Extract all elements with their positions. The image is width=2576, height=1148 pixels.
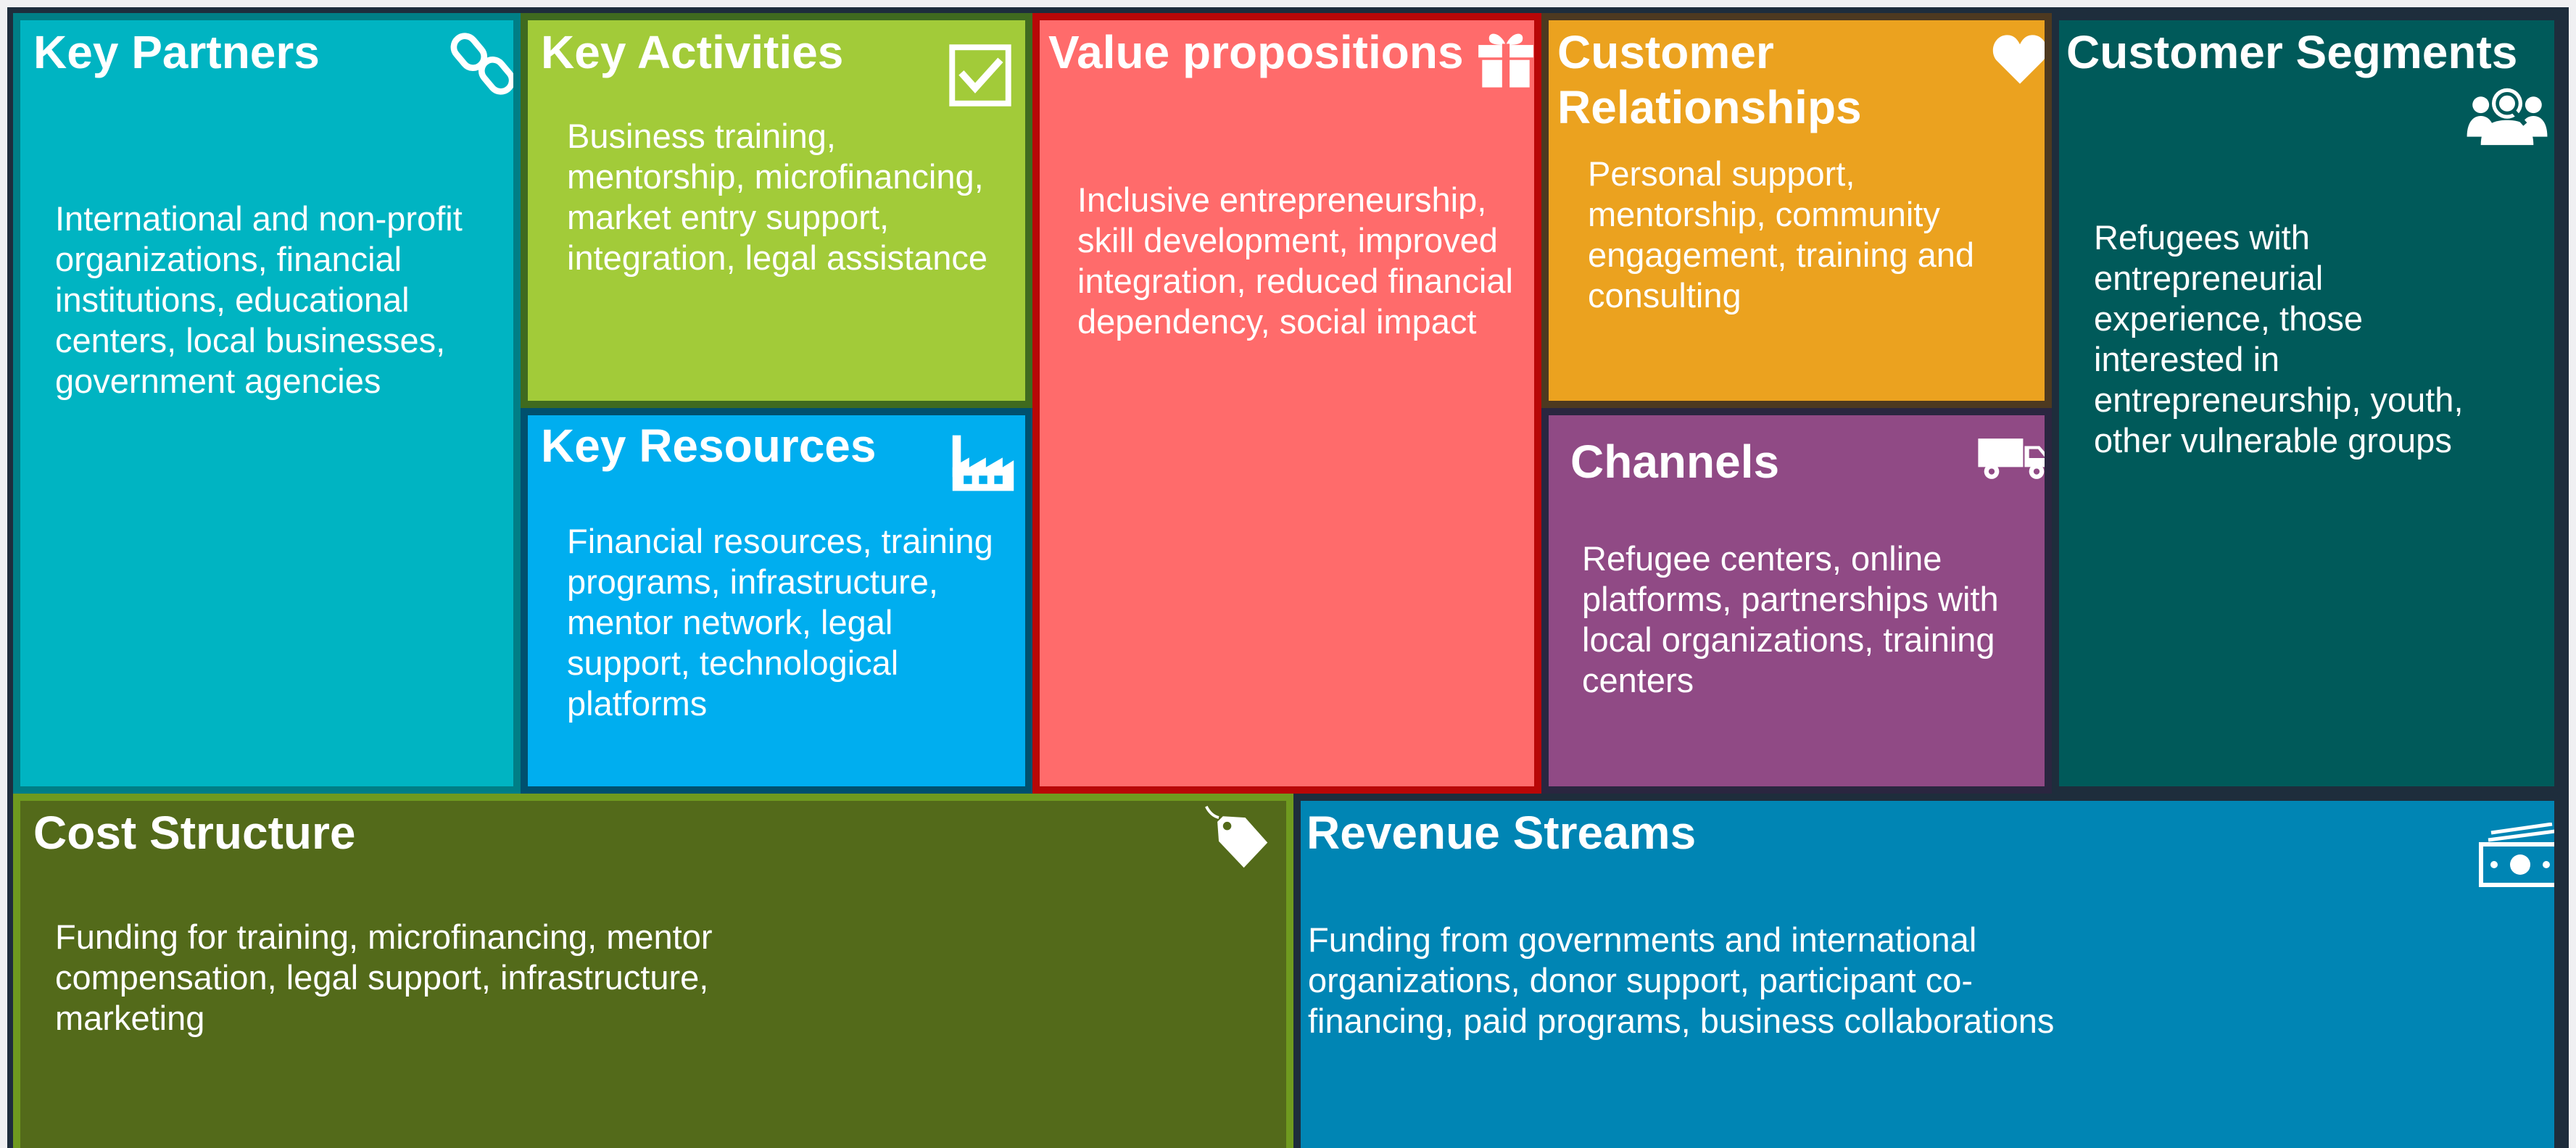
heart-icon	[1992, 35, 2045, 84]
cost-structure-text: Funding for training, microfinancing, me…	[55, 918, 713, 1037]
channels-text: Refugee centers, online platforms, partn…	[1582, 539, 1999, 699]
customer-relationships-block: Customer Relationships Personal support,…	[1541, 13, 2052, 408]
factory-icon	[952, 435, 1014, 491]
key-resources-text: Financial resources, training programs, …	[567, 522, 993, 723]
truck-icon	[1978, 438, 2045, 479]
key-resources-block: Key Resources Financial resources, train…	[521, 408, 1032, 794]
channels-block: Channels Refugee centers, online platfor…	[1541, 408, 2052, 794]
key-activities-title: Key Activities	[541, 26, 844, 78]
link-icon	[450, 33, 513, 95]
customer-relationships-title: Customer Relationships	[1557, 26, 1862, 133]
channels-title: Channels	[1570, 436, 1780, 488]
key-activities-text: Business training, mentorship, microfina…	[567, 117, 988, 277]
customer-relationships-text: Personal support, mentorship, community …	[1588, 154, 1975, 315]
customer-segments-block: Customer Segments Refugees with entrepre…	[2052, 13, 2561, 794]
gift-icon	[1478, 33, 1533, 89]
customer-segments-title: Customer Segments	[2066, 26, 2518, 78]
key-partners-block: Key Partners International and non-profi…	[13, 13, 521, 794]
key-resources-title: Key Resources	[541, 420, 877, 472]
value-propositions-block: Value propositions Inclusive entrepreneu…	[1032, 13, 1541, 794]
checkbox-icon	[949, 44, 1011, 107]
revenue-streams-block: Revenue Streams Funding from governments…	[1293, 794, 2561, 1148]
price-tag-icon	[1205, 805, 1268, 868]
cost-structure-block: Cost Structure Funding for training, mic…	[13, 794, 1293, 1148]
key-partners-title: Key Partners	[33, 26, 320, 78]
key-partners-text: International and non-profit organizatio…	[55, 199, 463, 400]
user-group-icon	[2467, 88, 2548, 146]
value-propositions-text: Inclusive entrepreneurship, skill develo…	[1077, 180, 1513, 341]
revenue-streams-title: Revenue Streams	[1306, 807, 1697, 859]
customer-segments-text: Refugees with entrepreneurial experience…	[2094, 218, 2464, 459]
value-propositions-title: Value propositions	[1048, 26, 1464, 78]
money-icon	[2479, 823, 2554, 887]
cost-structure-title: Cost Structure	[33, 807, 356, 859]
key-activities-block: Key Activities Business training, mentor…	[521, 13, 1032, 408]
revenue-streams-text: Funding from governments and internation…	[1308, 920, 2055, 1040]
